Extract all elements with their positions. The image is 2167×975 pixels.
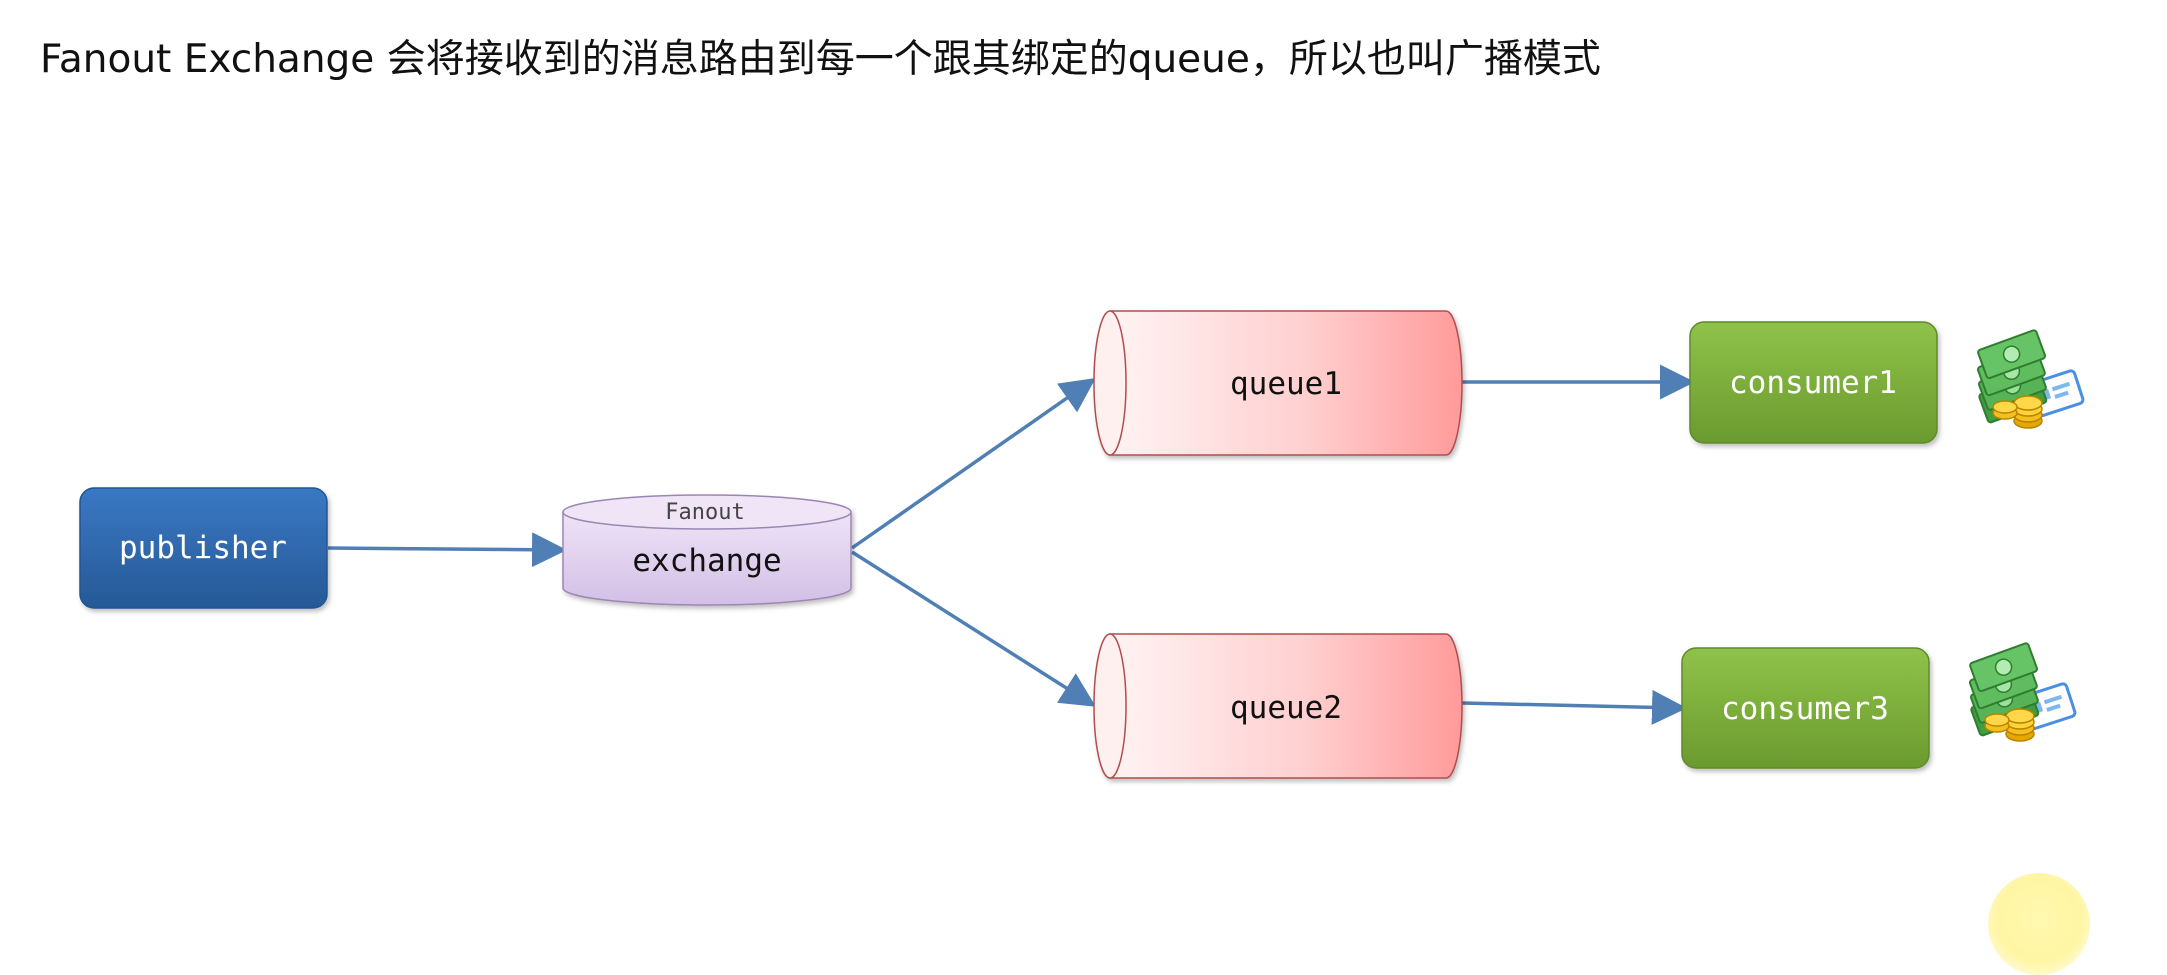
fanout-diagram: publisher Fanout exchange queue1 queue2 … [79, 310, 2085, 779]
queue2-node [1093, 633, 1463, 779]
consumer3-node [1681, 647, 1930, 769]
queue1-label: queue1 [1230, 366, 1342, 402]
page-title: Fanout Exchange 会将接收到的消息路由到每一个跟其绑定的queue… [40, 37, 1601, 82]
arrow-exchange-to-queue2 [851, 550, 1096, 707]
money-icon [1976, 329, 2085, 429]
consumer3-label: consumer3 [1721, 691, 1889, 727]
publisher-label: publisher [119, 530, 287, 566]
consumer1-label: consumer1 [1729, 365, 1897, 401]
arrow-queue2-to-consumer3 [1461, 689, 1687, 725]
queue2-label: queue2 [1230, 690, 1342, 726]
publisher-node [79, 487, 328, 609]
connections [327, 364, 1695, 725]
exchange-node [562, 494, 852, 606]
exchange-label: exchange [632, 543, 781, 579]
arrow-exchange-to-queue1 [850, 377, 1096, 550]
consumer1-node [1689, 321, 1938, 444]
arrow-publisher-to-exchange [327, 532, 567, 568]
queue1-node [1093, 310, 1463, 456]
cursor-highlight [1988, 873, 2090, 975]
exchange-type-label: Fanout [665, 500, 744, 525]
money-icon [1968, 642, 2077, 742]
